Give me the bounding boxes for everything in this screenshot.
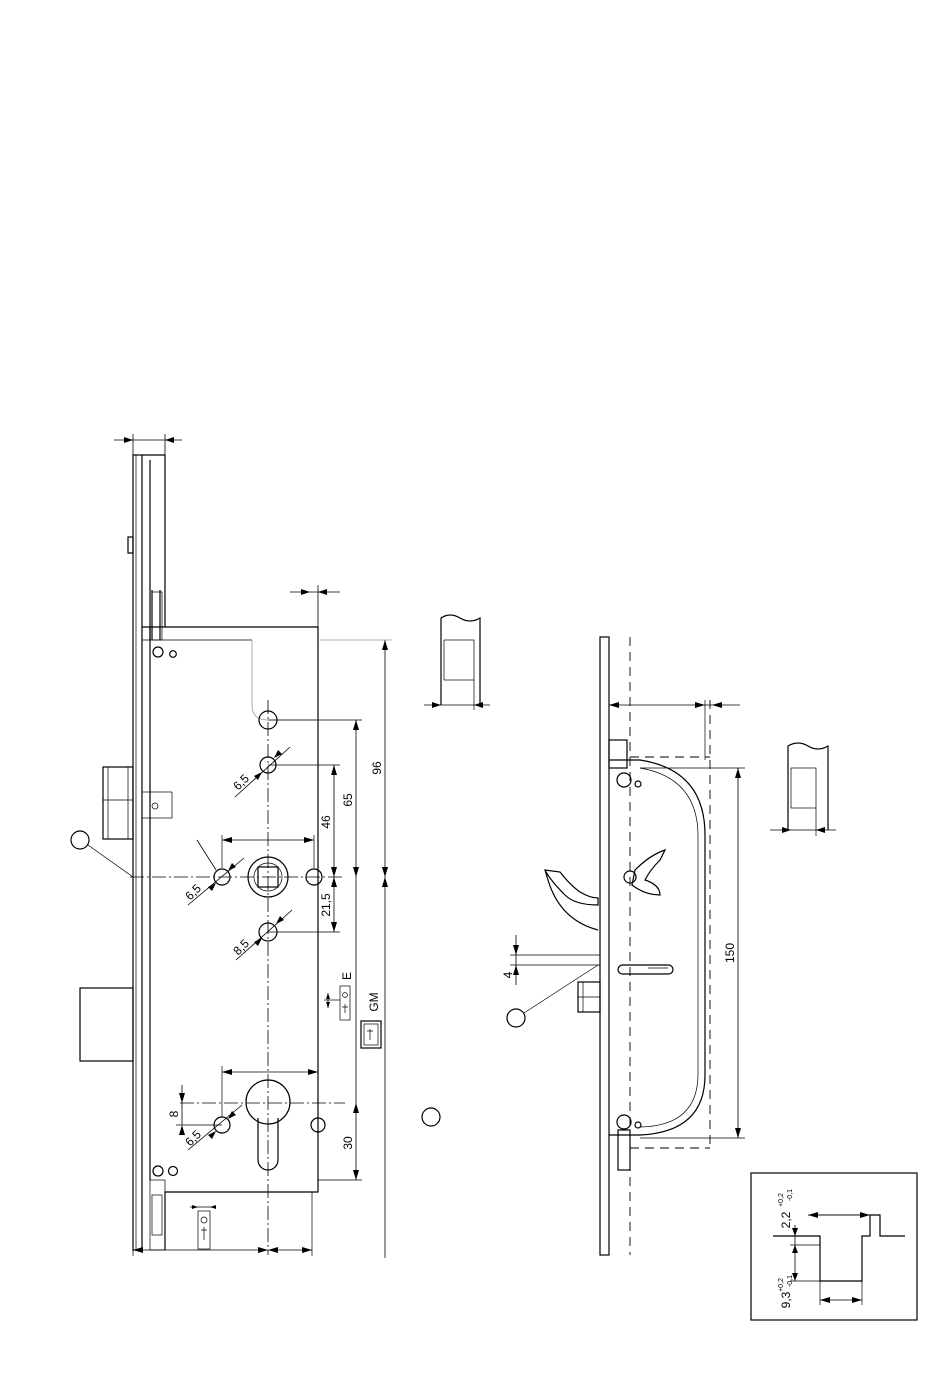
side-view bbox=[507, 637, 745, 1255]
detail-box bbox=[751, 1173, 917, 1320]
dim-46: 46 bbox=[319, 815, 333, 829]
hole-dim-8-5: 8,5 bbox=[230, 936, 252, 958]
dim-150: 150 bbox=[723, 943, 737, 963]
dim-4: 4 bbox=[501, 971, 515, 978]
dim-8-offset: 8 bbox=[167, 1110, 181, 1117]
dim-96: 96 bbox=[370, 761, 384, 775]
dim-65: 65 bbox=[341, 793, 355, 807]
dim-21-5: 21,5 bbox=[319, 893, 333, 917]
detail-dim-top-tol-lower: -0,1 bbox=[787, 1189, 794, 1201]
front-view bbox=[80, 455, 381, 1255]
profile-sketch-top bbox=[424, 615, 490, 710]
label-gm: GM bbox=[367, 992, 381, 1011]
callout-circle-front bbox=[71, 831, 89, 849]
callout-circle-middle bbox=[422, 1108, 440, 1126]
label-e: E bbox=[340, 972, 354, 980]
front-dimension-lines bbox=[71, 434, 440, 1258]
detail-dim-bottom: 9,3 bbox=[779, 1291, 793, 1308]
callout-circle-side bbox=[507, 1009, 525, 1027]
detail-dim-top-tol-upper: +0,2 bbox=[778, 1193, 785, 1207]
hole-dim-6-5-upper: 6,5 bbox=[230, 771, 252, 793]
hole-dim-6-5-middle: 6,5 bbox=[182, 881, 204, 903]
profile-sketch-right bbox=[770, 743, 836, 836]
hole-dim-6-5-lower: 6,5 bbox=[182, 1127, 204, 1149]
dim-30: 30 bbox=[341, 1136, 355, 1150]
detail-dim-bottom-tol-lower: -0,1 bbox=[787, 1275, 794, 1287]
detail-dim-bottom-tol-upper: +0,2 bbox=[778, 1278, 785, 1292]
detail-dim-top: 2,2 bbox=[779, 1211, 793, 1228]
